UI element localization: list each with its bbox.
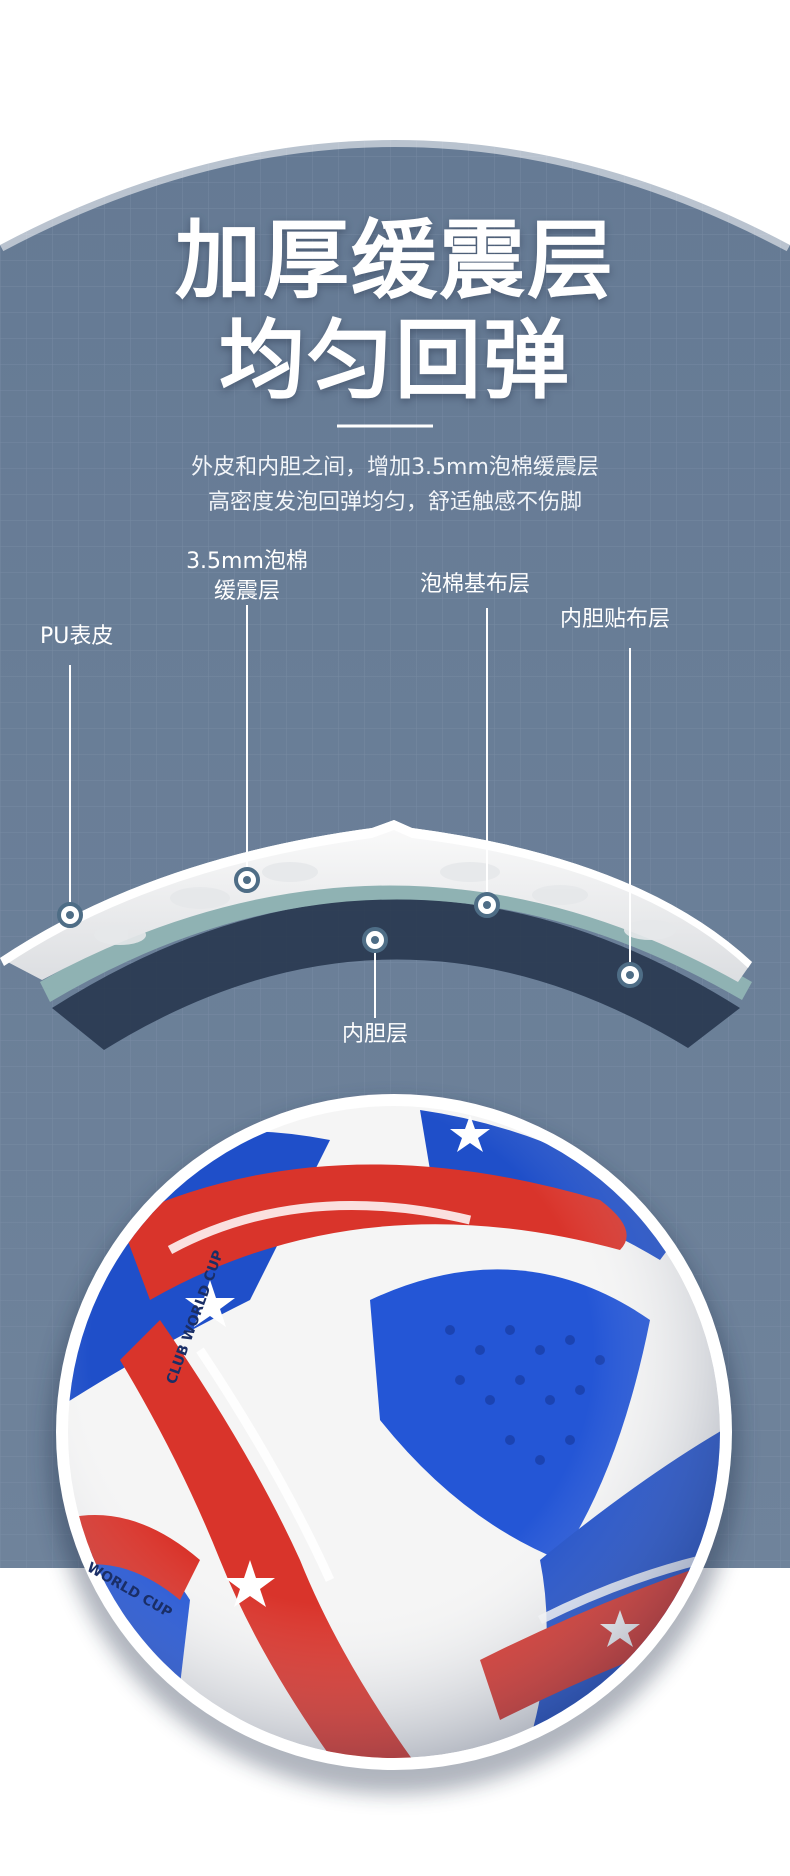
callout-pu-skin: PU表皮 [40,624,114,649]
callout-markers [57,867,643,988]
layer-cross-section [0,820,752,1050]
callout-leaders [69,605,631,1018]
callout-foam-base: 泡棉基布层 [420,572,531,597]
soccer-ball-image: CLUB WORLD CUP WORLD CUP [48,1094,740,1794]
headline-line-2: 均匀回弹 [219,311,571,411]
headline-line-1: 加厚缓震层 [175,211,615,311]
callout-foam-line-1: 3.5mm泡棉 [186,549,308,574]
description-line-1: 外皮和内胆之间，增加3.5mm泡棉缓震层 [191,455,599,480]
description-line-2: 高密度发泡回弹均匀，舒适触感不伤脚 [207,490,582,515]
callout-bladder-lining: 内胆贴布层 [560,607,671,632]
callout-foam-line-2: 缓震层 [213,579,280,604]
callout-bladder: 内胆层 [342,1022,409,1047]
